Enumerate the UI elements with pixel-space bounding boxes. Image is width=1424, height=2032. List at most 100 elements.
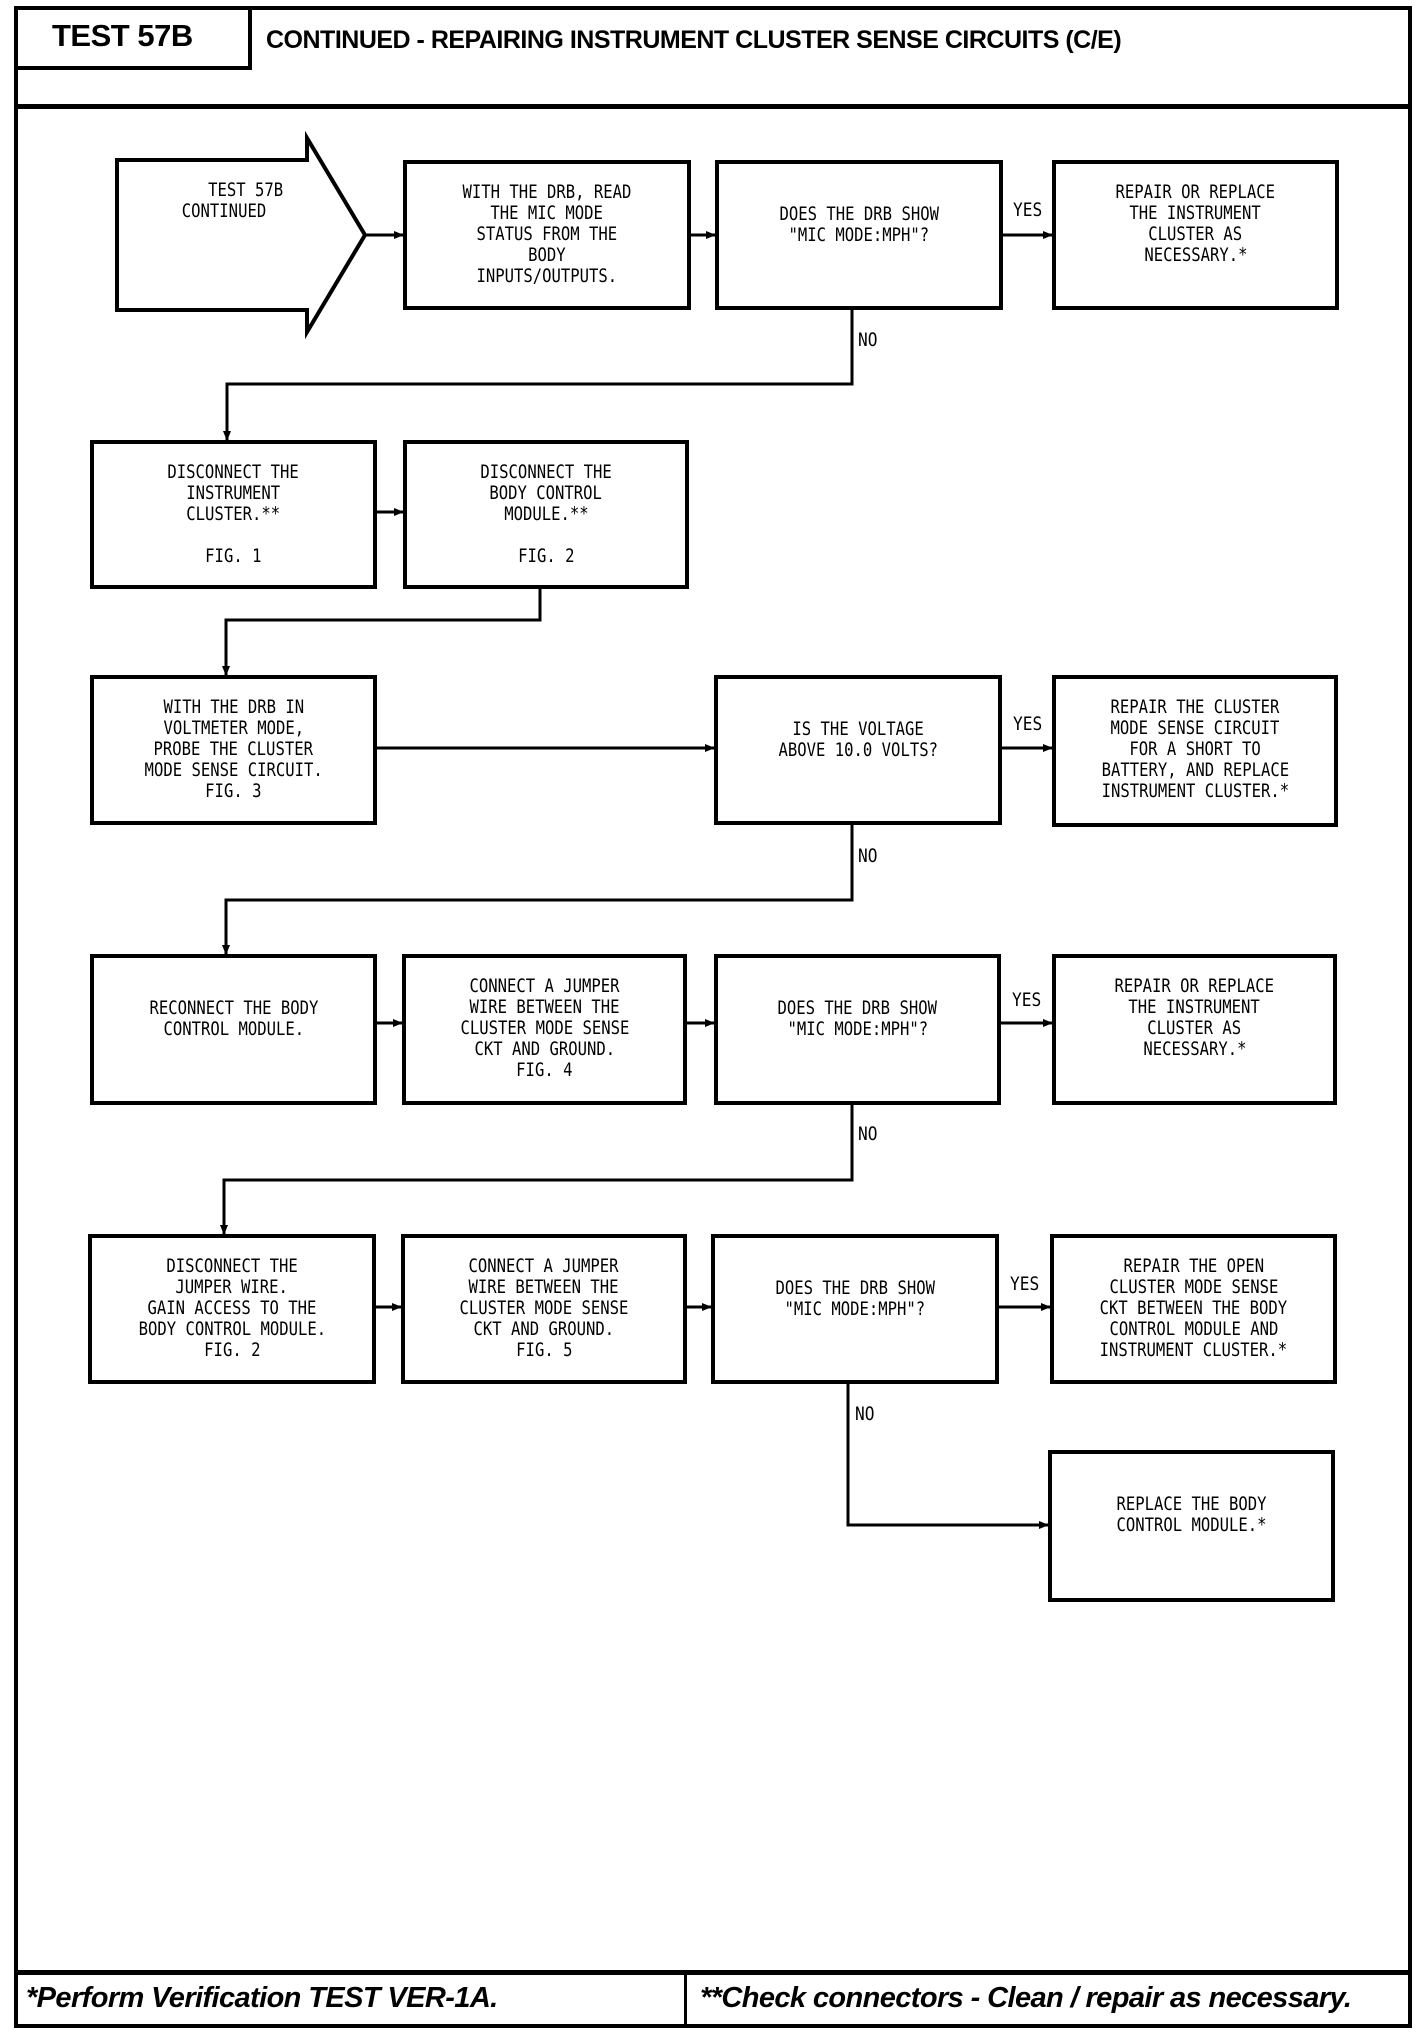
arrow-decision4-no [846, 1383, 1049, 1529]
result-text: CKT BETWEEN THE BODY [1099, 1297, 1288, 1319]
decision-text: "MIC MODE:MPH"? [784, 1298, 926, 1320]
step-text: WITH THE DRB IN [163, 696, 304, 718]
no-label: NO [858, 329, 878, 351]
yes-label: YES [1013, 713, 1043, 735]
step-text: CONTROL MODULE. [163, 1018, 304, 1040]
step-text: MODE SENSE CIRCUIT. [144, 759, 323, 781]
result-text: CONTROL MODULE.* [1116, 1514, 1267, 1536]
result-replace-cluster-2: REPAIR OR REPLACE THE INSTRUMENT CLUSTER… [1052, 954, 1337, 1105]
result-text: CLUSTER MODE SENSE [1109, 1276, 1278, 1298]
step-text: CLUSTER MODE SENSE [460, 1017, 629, 1039]
step-text: WIRE BETWEEN THE [469, 996, 620, 1018]
decision-mic-mode-3: DOES THE DRB SHOW "MIC MODE:MPH"? [711, 1234, 999, 1384]
result-text: CONTROL MODULE AND [1109, 1318, 1278, 1340]
arrow-decision1-no [223, 308, 854, 441]
step-text: STATUS FROM THE [476, 223, 618, 245]
result-text: REPAIR THE OPEN [1123, 1255, 1264, 1277]
step-jumper-fig4: CONNECT A JUMPER WIRE BETWEEN THE CLUSTE… [402, 954, 687, 1105]
yes-label: YES [1012, 989, 1042, 1011]
step-text: DISCONNECT THE [480, 461, 612, 483]
step-disconnect-bcm: DISCONNECT THE BODY CONTROL MODULE.** FI… [403, 440, 689, 589]
step-text: DISCONNECT THE [166, 1255, 298, 1277]
decision-text: "MIC MODE:MPH"? [788, 224, 930, 246]
figure-reference: FIG. 3 [205, 780, 262, 802]
step-reconnect-bcm: RECONNECT THE BODY CONTROL MODULE. [90, 954, 377, 1105]
result-repair-open: REPAIR THE OPEN CLUSTER MODE SENSE CKT B… [1050, 1234, 1337, 1384]
step-text: CKT AND GROUND. [474, 1038, 615, 1060]
step-disconnect-cluster: DISCONNECT THE INSTRUMENT CLUSTER.** FIG… [90, 440, 377, 589]
step-text: CONNECT A JUMPER [468, 1255, 620, 1277]
result-text: NECESSARY.* [1143, 244, 1248, 266]
decision-mic-mode-1: DOES THE DRB SHOW "MIC MODE:MPH"? [715, 160, 1003, 310]
arrow-bcm-to-probe [222, 588, 542, 676]
step-text: PROBE THE CLUSTER [153, 738, 314, 760]
result-text: CLUSTER AS [1147, 1017, 1242, 1039]
step-text: CLUSTER.** [186, 503, 281, 525]
start-line: CONTINUED [181, 200, 267, 222]
result-text: REPLACE THE BODY [1116, 1493, 1267, 1515]
decision-text: ABOVE 10.0 VOLTS? [778, 739, 938, 761]
no-label: NO [858, 1123, 878, 1145]
result-text: NECESSARY.* [1142, 1038, 1247, 1060]
result-text: REPAIR OR REPLACE [1114, 975, 1275, 997]
result-text: MODE SENSE CIRCUIT [1110, 717, 1280, 739]
result-text: THE INSTRUMENT [1129, 202, 1262, 224]
test-id: TEST 57B [52, 18, 193, 53]
step-disconnect-jumper: DISCONNECT THE JUMPER WIRE. GAIN ACCESS … [88, 1234, 376, 1384]
result-text: REPAIR OR REPLACE [1115, 181, 1276, 203]
figure-reference: FIG. 2 [517, 545, 575, 567]
decision-voltage: IS THE VOLTAGE ABOVE 10.0 VOLTS? [714, 675, 1002, 825]
step-text: GAIN ACCESS TO THE [147, 1297, 317, 1319]
result-text: THE INSTRUMENT [1128, 996, 1261, 1018]
yes-label: YES [1010, 1273, 1040, 1295]
no-label: NO [858, 845, 878, 867]
step-read-mic-mode: WITH THE DRB, READ THE MIC MODE STATUS F… [403, 160, 691, 310]
figure-reference: FIG. 1 [205, 545, 262, 567]
step-text: WIRE BETWEEN THE [468, 1276, 620, 1298]
step-text: BODY CONTROL [489, 482, 603, 504]
no-label: NO [855, 1403, 875, 1425]
decision-mic-mode-2: DOES THE DRB SHOW "MIC MODE:MPH"? [714, 954, 1001, 1105]
decision-text: IS THE VOLTAGE [792, 718, 924, 740]
step-jumper-fig5: CONNECT A JUMPER WIRE BETWEEN THE CLUSTE… [401, 1234, 687, 1384]
result-repair-short: REPAIR THE CLUSTER MODE SENSE CIRCUIT FO… [1052, 675, 1338, 827]
footer-divider [14, 1970, 1412, 1975]
result-replace-bcm: REPLACE THE BODY CONTROL MODULE.* [1048, 1450, 1335, 1602]
decision-text: DOES THE DRB SHOW [775, 1277, 935, 1299]
step-text: JUMPER WIRE. [175, 1276, 289, 1298]
footnote-double-star: **Check connectors - Clean / repair as n… [700, 1982, 1352, 2014]
figure-reference: FIG. 4 [516, 1059, 573, 1081]
step-text: CLUSTER MODE SENSE [459, 1297, 629, 1319]
decision-text: "MIC MODE:MPH"? [787, 1018, 928, 1040]
arrow-decision3-no [220, 1104, 854, 1235]
step-text: RECONNECT THE BODY [149, 997, 318, 1019]
test-id-box [14, 6, 252, 70]
yes-label: YES [1013, 199, 1043, 221]
step-text: BODY CONTROL MODULE. [138, 1318, 326, 1340]
figure-reference: FIG. 5 [515, 1339, 573, 1361]
step-text: INSTRUMENT [186, 482, 281, 504]
result-text: INSTRUMENT CLUSTER.* [1099, 1339, 1288, 1361]
page-frame [14, 6, 1412, 2028]
step-text: DISCONNECT THE [167, 461, 300, 483]
footnote-single-star: *Perform Verification TEST VER-1A. [26, 1982, 498, 2014]
step-text: WITH THE DRB, READ [462, 181, 632, 203]
step-probe-voltage: WITH THE DRB IN VOLTMETER MODE, PROBE TH… [90, 675, 377, 825]
start-node: TEST 57B CONTINUED [135, 180, 335, 222]
step-text: MODULE.** [503, 503, 589, 525]
step-text: CONNECT A JUMPER [469, 975, 620, 997]
start-arrow-shape [115, 130, 368, 340]
footer-split [684, 1972, 687, 2026]
header-divider [14, 104, 1412, 109]
result-text: FOR A SHORT TO [1129, 738, 1261, 760]
step-text: VOLTMETER MODE, [163, 717, 304, 739]
step-text: CKT AND GROUND. [473, 1318, 615, 1340]
result-text: INSTRUMENT CLUSTER.* [1101, 780, 1289, 802]
decision-text: DOES THE DRB SHOW [777, 997, 938, 1019]
start-line: TEST 57B [208, 179, 284, 201]
decision-text: DOES THE DRB SHOW [779, 203, 939, 225]
step-text: INPUTS/OUTPUTS. [476, 265, 618, 287]
result-replace-cluster-1: REPAIR OR REPLACE THE INSTRUMENT CLUSTER… [1052, 160, 1339, 310]
step-text: BODY [528, 244, 566, 266]
